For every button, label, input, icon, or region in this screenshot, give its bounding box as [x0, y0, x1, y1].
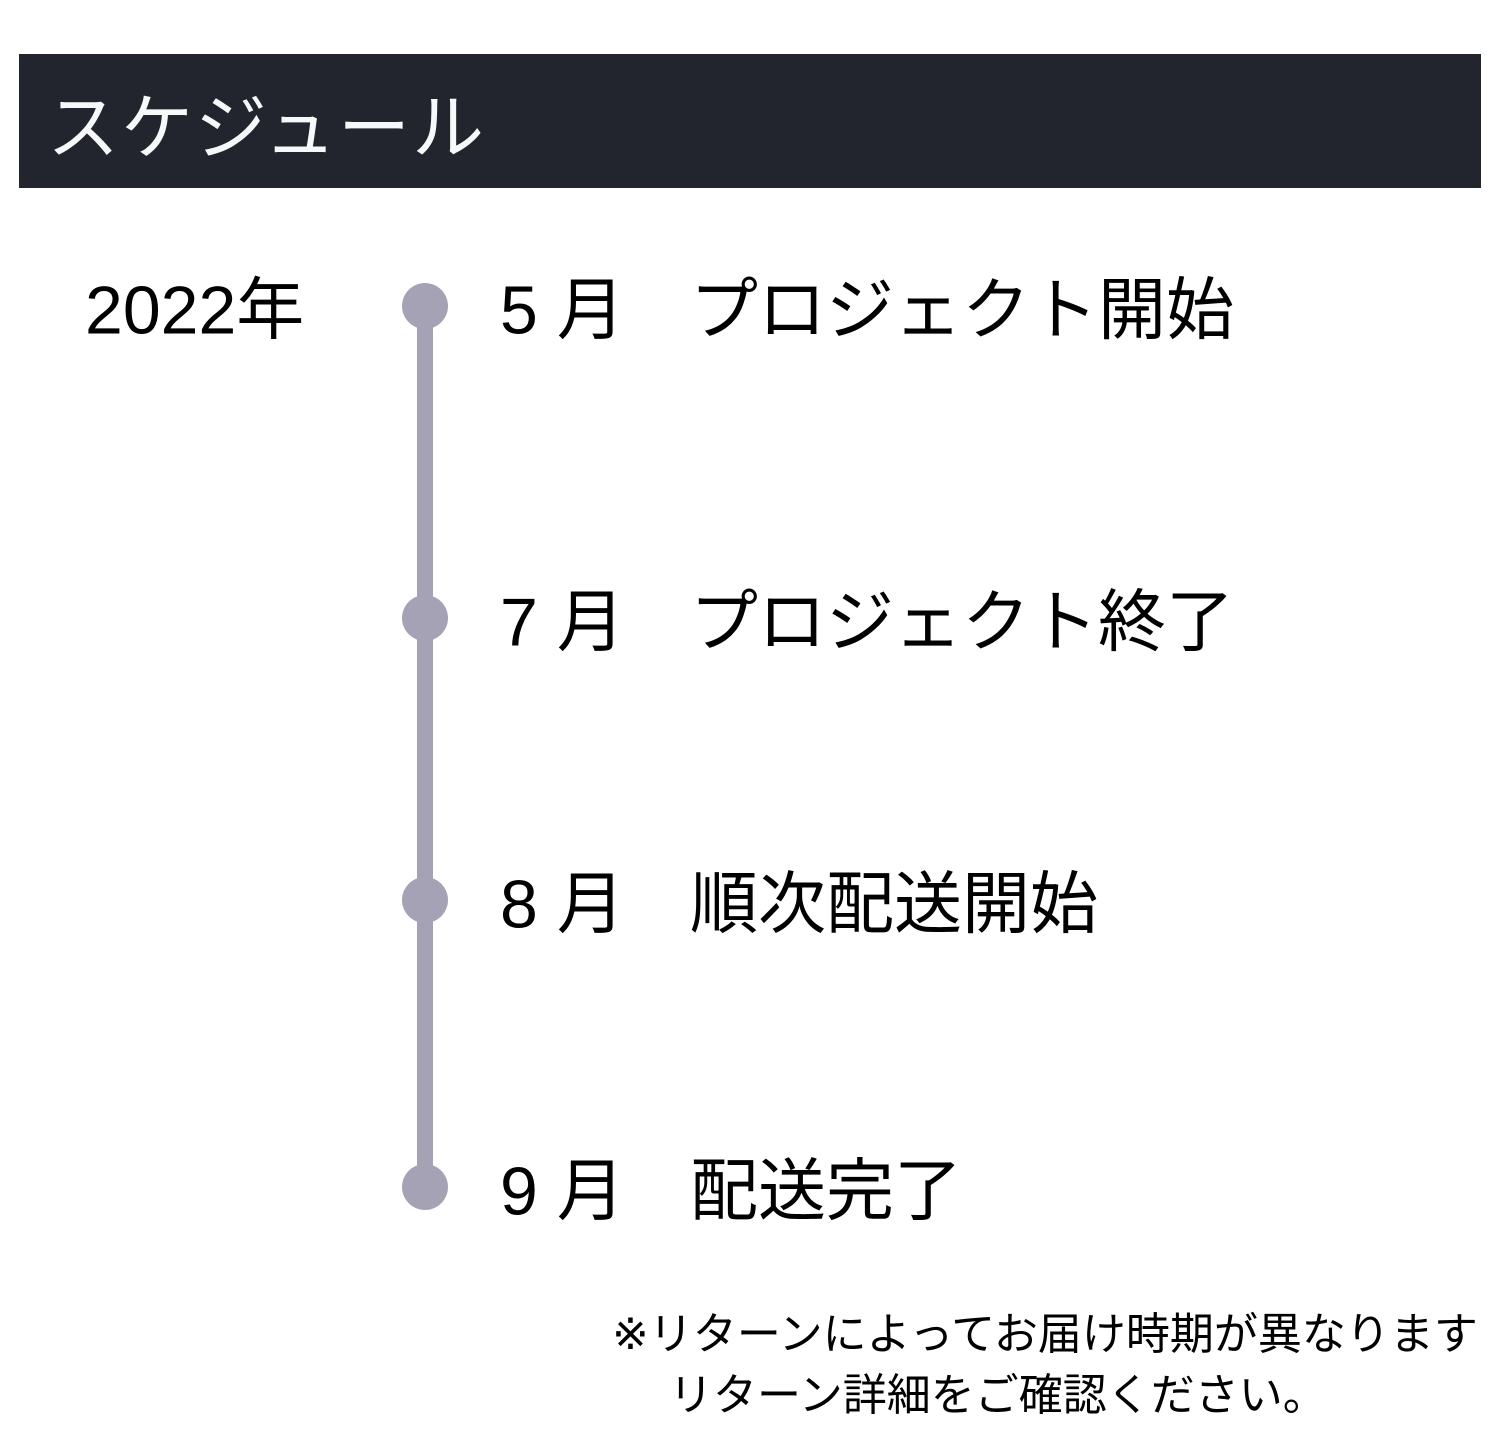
timeline-event-shipping-complete: 9 月 配送完了	[500, 1136, 962, 1235]
timeline-event-shipping-start: 8 月 順次配送開始	[500, 849, 1098, 948]
event-month: 9 月	[500, 1153, 625, 1230]
event-month: 7 月	[500, 584, 625, 661]
timeline-dot-august	[402, 877, 448, 923]
footnote-line-2: リターン詳細をご確認ください。	[669, 1371, 1327, 1420]
timeline-year: 2022年	[85, 272, 305, 349]
event-label: プロジェクト開始	[690, 272, 1235, 349]
event-label: 順次配送開始	[690, 866, 1099, 943]
timeline-dot-july	[402, 595, 448, 641]
event-month: 5 月	[500, 272, 625, 349]
timeline-dot-september	[402, 1164, 448, 1210]
timeline-event-project-start: 5 月 プロジェクト開始	[500, 255, 1234, 354]
event-label: プロジェクト終了	[690, 584, 1235, 661]
timeline-event-project-end: 7 月 プロジェクト終了	[500, 567, 1234, 666]
timeline-dot-may	[402, 283, 448, 329]
event-label: 配送完了	[690, 1153, 963, 1230]
footnote-line-1: ※リターンによってお届け時期が異なります	[612, 1310, 1478, 1359]
page-title: スケジュール	[47, 88, 486, 169]
header-bar: スケジュール	[19, 54, 1481, 188]
timeline-line	[417, 306, 433, 1187]
event-month: 8 月	[500, 866, 625, 943]
